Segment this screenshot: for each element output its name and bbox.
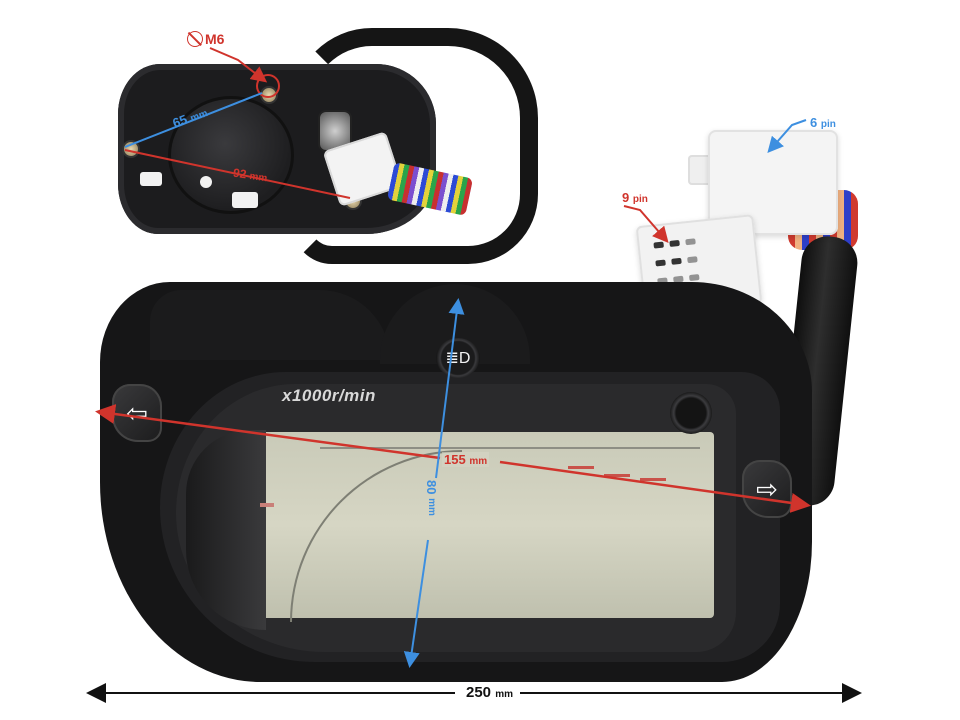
headlight-high-beam-icon: ≣D bbox=[445, 350, 471, 367]
pin-unit: pin bbox=[632, 194, 648, 205]
mount-stud-left bbox=[122, 140, 140, 158]
pin-slot bbox=[689, 274, 700, 282]
diameter-symbol-icon bbox=[187, 31, 203, 47]
dimension-unit: mm bbox=[426, 498, 437, 516]
round-button-right bbox=[670, 392, 712, 434]
right-turn-indicator: ⇨ bbox=[742, 460, 792, 518]
pin-slot bbox=[687, 256, 698, 264]
dimension-value: 80 bbox=[424, 480, 439, 495]
rpm-unit-label: x1000r/min bbox=[282, 386, 376, 405]
pin-unit: pin bbox=[820, 119, 836, 130]
label-6-pin: 6 pin bbox=[810, 115, 836, 130]
dimension-unit: mm bbox=[248, 170, 268, 185]
dimension-value: 155 bbox=[444, 452, 466, 467]
dimension-value: 92 bbox=[232, 165, 248, 182]
pin-slot bbox=[655, 259, 666, 267]
rpm-bar-scale bbox=[320, 447, 700, 449]
arrow-right-outline-icon: ⇨ bbox=[756, 473, 778, 504]
dimension-unit: mm bbox=[469, 456, 488, 467]
pin-slot bbox=[685, 238, 696, 246]
dimension-unit: mm bbox=[495, 689, 513, 700]
pin-slot bbox=[653, 241, 664, 249]
rpm-redline-segment bbox=[568, 466, 594, 469]
m6-thread-label: M6 bbox=[205, 31, 225, 47]
label-9-pin: 9 pin bbox=[622, 190, 648, 205]
wire-clip bbox=[200, 176, 212, 188]
lcd-indicator-segment bbox=[260, 503, 274, 507]
rpm-redline-segment bbox=[640, 478, 666, 481]
pin-count: 9 bbox=[622, 190, 630, 205]
pin-slot bbox=[669, 239, 680, 247]
wire-clip bbox=[232, 192, 258, 208]
rpm-redline-segment bbox=[604, 474, 630, 477]
dimension-value: 250 bbox=[466, 684, 492, 701]
dimension-80mm: 80 mm bbox=[424, 480, 439, 516]
wire-clip bbox=[140, 172, 162, 186]
dimension-250mm: 250 mm bbox=[462, 684, 517, 701]
m6-mount-stud bbox=[260, 86, 278, 104]
dimension-155mm: 155 mm bbox=[442, 452, 490, 467]
headlight-indicator: ≣D bbox=[436, 338, 480, 378]
left-turn-indicator: ⇦ bbox=[112, 384, 162, 442]
dashboard-top-left-contour bbox=[150, 290, 390, 360]
arrow-left-outline-icon: ⇦ bbox=[126, 397, 148, 428]
pin-count: 6 bbox=[810, 115, 818, 130]
pin-slot bbox=[671, 257, 682, 265]
